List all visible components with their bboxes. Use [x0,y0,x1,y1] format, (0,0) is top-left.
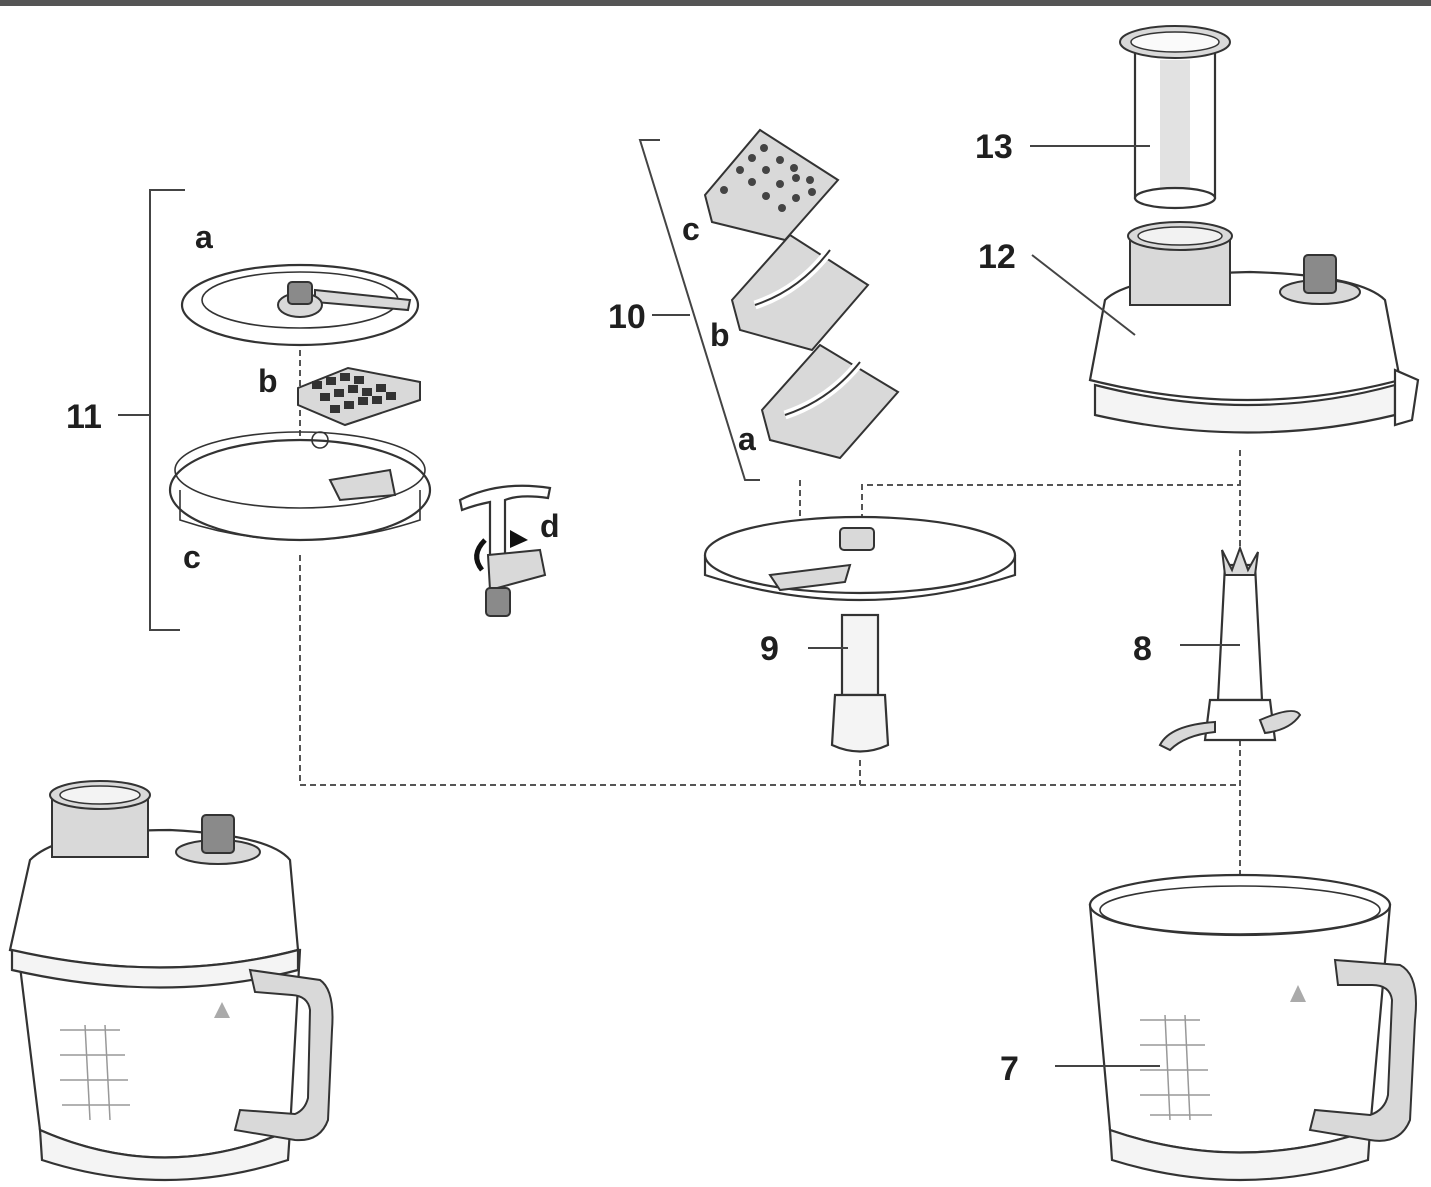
food-pusher [1119,25,1231,210]
label-11d: d [540,508,560,544]
slicing-disc-insert-a [760,343,900,460]
label-9: 9 [760,630,779,668]
label-7: 7 [1000,1050,1019,1088]
label-10b: b [710,317,730,353]
label-10: 10 [608,298,646,336]
processor-bowl [1088,873,1417,1182]
dicing-grid [297,366,421,427]
slicing-group-bracket [638,139,760,481]
label-11b: b [258,363,278,399]
slicing-disc-insert-b [730,233,870,352]
label-11a: a [195,219,213,255]
label-13: 13 [975,128,1013,166]
assembled-food-processor [8,780,334,1182]
label-8: 8 [1133,630,1152,668]
leader-12 [1031,254,1136,336]
disc-carrier [703,515,1017,753]
processor-lid [1088,221,1420,434]
dicing-base-plate [168,431,432,542]
dicing-group-bracket [118,189,185,631]
label-10a: a [738,421,756,457]
grating-disc-insert [703,128,840,242]
dicing-cutter-ring [180,263,420,347]
label-11: 11 [66,398,102,436]
label-11c: c [183,539,201,575]
knife-blade [1158,545,1302,752]
top-border [0,0,1431,6]
dicing-cleaning-tool [458,484,552,617]
label-10c: c [682,211,700,247]
label-12: 12 [978,238,1016,276]
